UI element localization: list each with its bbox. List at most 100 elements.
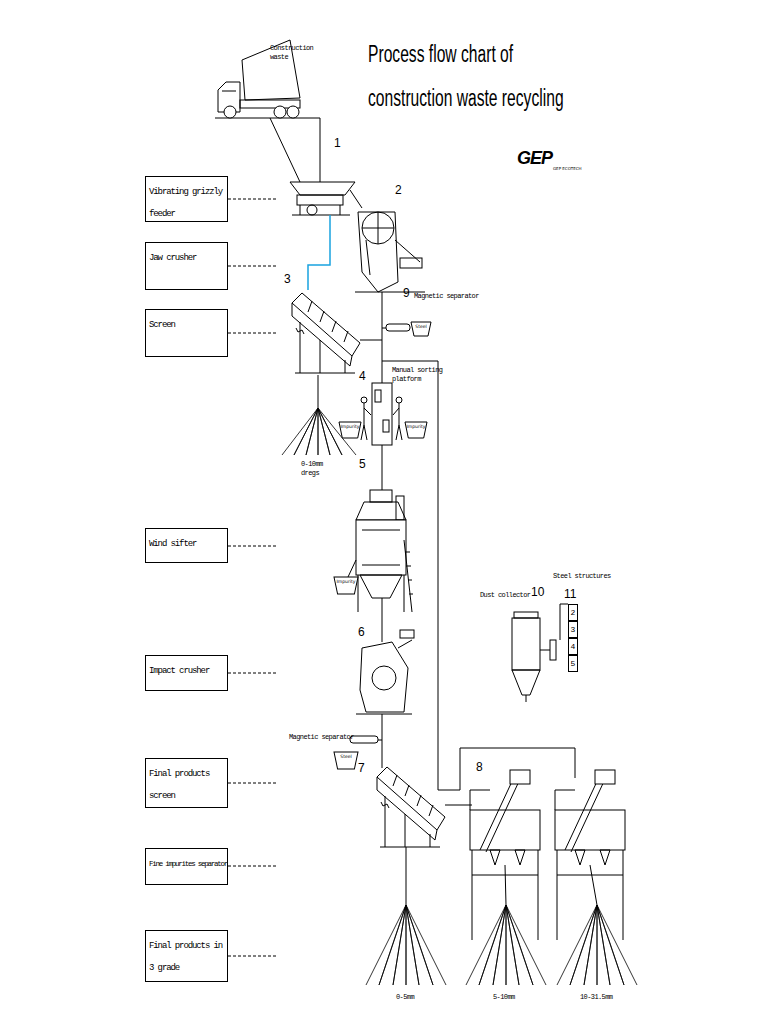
sorting-platform: [372, 383, 392, 445]
collection-bin: Impurity: [339, 422, 361, 438]
annotation-label: Construction waste: [270, 44, 316, 62]
leader-line: [228, 333, 278, 334]
dump-truck: [222, 91, 236, 92]
equipment-label-box: Screen: [145, 309, 228, 357]
wind-sifter: [362, 530, 400, 531]
wind-sifter: [404, 540, 412, 612]
wind-sifter: [362, 565, 400, 566]
node-text: Final products in 3 grade: [149, 935, 225, 979]
material-pile: [466, 905, 546, 985]
sorting-platform: [364, 403, 365, 425]
node-text: 2: [571, 609, 576, 617]
dust-collector: [512, 612, 556, 702]
node-text: Impact crusher: [149, 660, 225, 682]
leader-line: [228, 199, 278, 956]
structure-bracket: [560, 604, 568, 640]
annotation-label: Magnetic separator: [414, 292, 479, 301]
node-text: Jaw crusher: [149, 247, 225, 269]
annotation-label: Dust collector: [480, 591, 530, 600]
material-pile: [282, 408, 637, 985]
dust-collector: [550, 640, 556, 660]
chart-title: Process flow chart of construction waste…: [368, 32, 572, 120]
wind-sifter: [356, 520, 406, 575]
collection-bin: Impurity: [405, 422, 427, 438]
collection-bin: Steel: [411, 322, 431, 336]
impurity-separator: [555, 770, 625, 940]
node-text: 5: [571, 660, 576, 668]
callout-number: 8: [476, 761, 483, 774]
node-text: 3: [571, 626, 576, 634]
callout-number: 3: [284, 273, 291, 286]
leader-line: [228, 266, 278, 267]
node-text: 4: [571, 643, 576, 651]
feed-line: [270, 118, 320, 182]
dump-truck: [215, 40, 320, 118]
wind-sifter: [356, 502, 406, 520]
node-text: Fine impurites separator: [149, 853, 225, 875]
dump-truck: [224, 106, 236, 118]
callout-number: 7: [358, 762, 365, 775]
equipment-label-box: Impact crusher: [145, 655, 228, 691]
grizzly-feeder: [300, 205, 301, 215]
jaw-crusher: [378, 212, 379, 244]
dump-truck: [274, 106, 286, 118]
grizzly-feeder: [340, 205, 341, 215]
dust-collector: [526, 695, 527, 702]
structure-cell: 2: [568, 604, 578, 621]
leader-line: [228, 783, 278, 784]
structure-cell: 4: [568, 638, 578, 655]
jaw-crusher: [366, 240, 370, 275]
main-conveyor-line: [318, 375, 319, 408]
magnetic-separator: [378, 740, 382, 741]
main-conveyor-line: [406, 847, 407, 905]
callout-number: 11: [564, 588, 576, 601]
node-text: Impurity: [337, 577, 356, 586]
grizzly-feeder: [297, 195, 343, 205]
callout-number: 10: [531, 586, 544, 599]
feed-line: [320, 118, 321, 182]
sorting-platform: [375, 390, 381, 402]
annotation-label: 0-10mm dregs: [301, 460, 331, 478]
equipment-label-box: Fine impurites separator: [145, 848, 228, 885]
dust-collector: [514, 612, 538, 618]
sorting-platform: [361, 383, 402, 445]
company-logo-text: GEP ECOTECH: [553, 166, 582, 171]
leader-line: [228, 673, 278, 674]
main-conveyor-line: [360, 340, 382, 341]
main-conveyor-line: [505, 865, 506, 905]
grizzly-feeder: [350, 190, 362, 208]
dump-truck: [287, 106, 299, 118]
impurity-separator: [470, 770, 540, 940]
sorting-platform: [361, 425, 364, 440]
wind-sifter: [405, 552, 410, 553]
structure-cell: 5: [568, 655, 578, 672]
magnetic-separator: [350, 736, 378, 743]
leader-line: [228, 956, 278, 957]
annotation-label: 10-31.5mm: [580, 993, 612, 1002]
product-conveyor-line: [445, 805, 472, 806]
impact-crusher: [356, 630, 414, 714]
wind-sifter: [370, 490, 392, 502]
callout-number: 5: [359, 458, 366, 471]
node-text: Steel: [415, 322, 426, 331]
undersize-line: [308, 215, 330, 290]
main-conveyor-line: [382, 598, 383, 642]
vibrating-screen: [377, 767, 445, 847]
impact-crusher: [360, 642, 408, 712]
impact-crusher: [356, 714, 412, 715]
material-pile: [557, 905, 637, 985]
sorting-platform: [396, 397, 402, 403]
jaw-crusher: [395, 240, 420, 262]
vibrating-screen: [292, 293, 360, 373]
impact-crusher: [372, 666, 396, 690]
wind-sifter: [360, 575, 402, 598]
equipment-label-box: Final products in 3 grade: [145, 930, 228, 982]
leader-line: [228, 546, 278, 547]
impact-crusher: [398, 640, 412, 648]
sorting-platform: [393, 408, 399, 415]
structure-cell: 3: [568, 621, 578, 638]
grizzly-feeder: [307, 205, 317, 215]
main-conveyor-line: [382, 292, 383, 383]
sorting-platform: [364, 408, 371, 415]
